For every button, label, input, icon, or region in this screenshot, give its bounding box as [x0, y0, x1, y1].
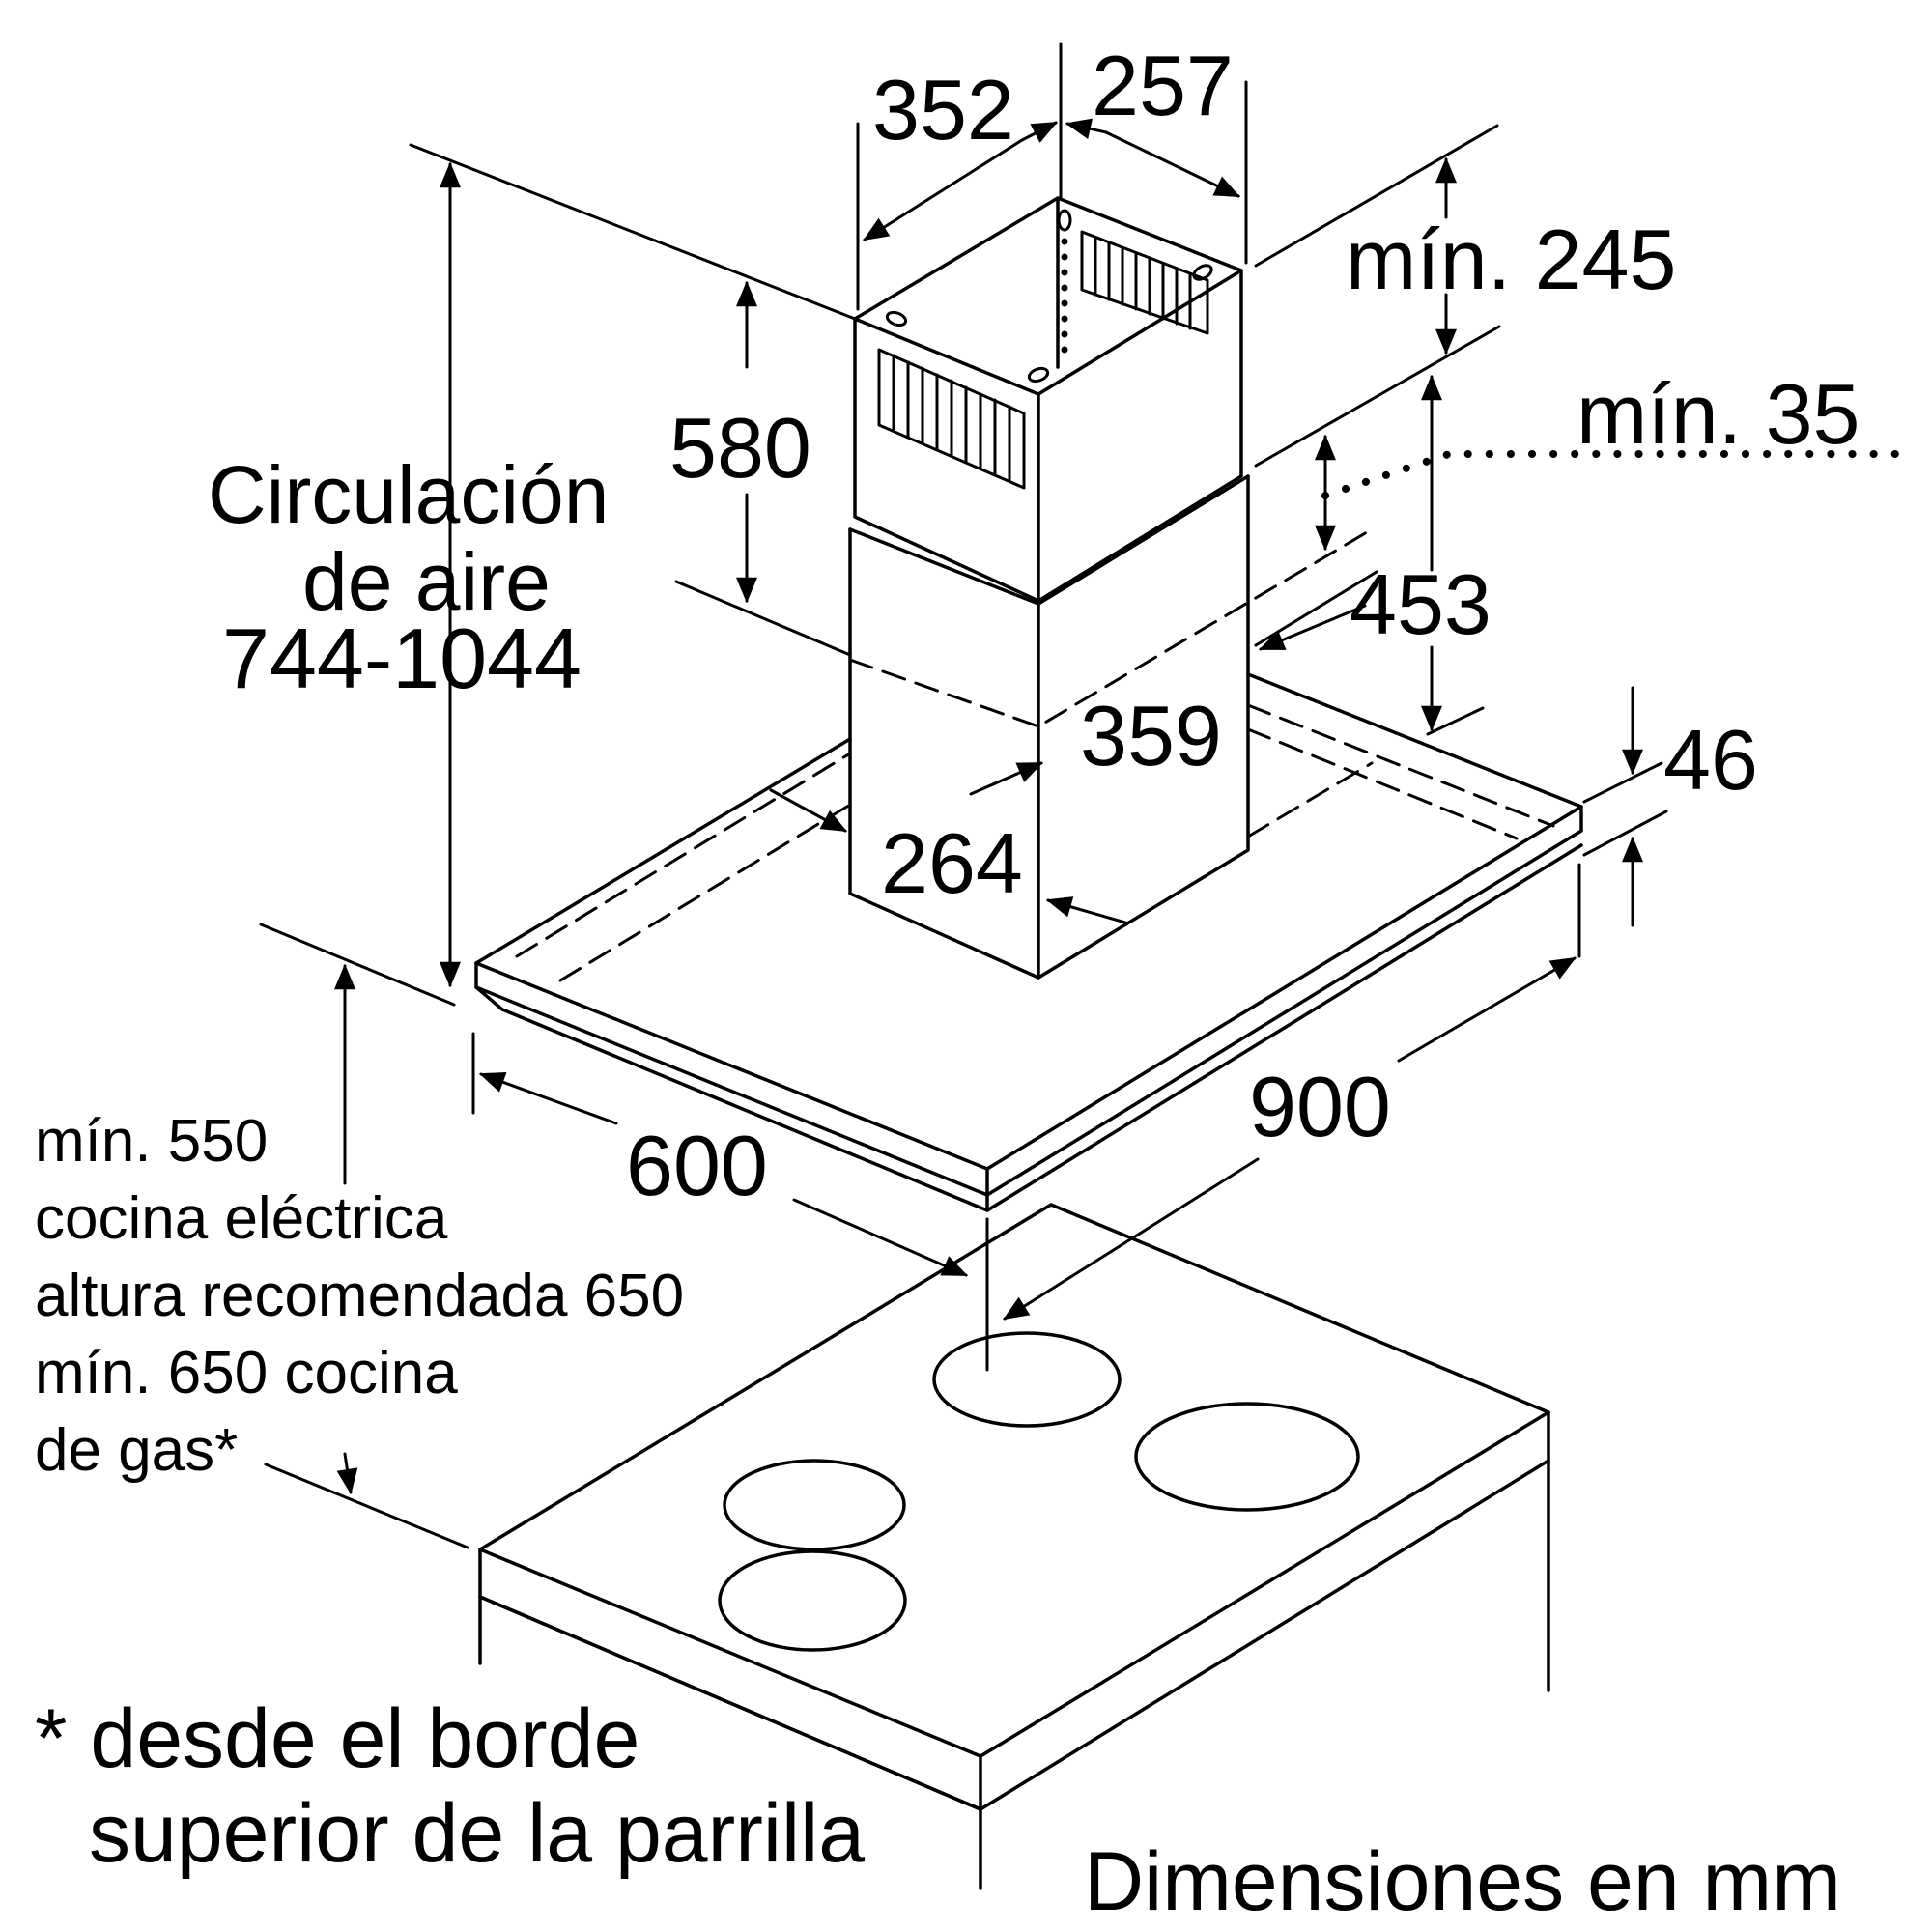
depth-257-label: 257 — [1092, 38, 1234, 133]
depth-264-label: 264 — [881, 815, 1023, 911]
hood-canopy — [474, 672, 1583, 1212]
circulation-line1: Circulación — [208, 449, 610, 540]
depth-600-label: 600 — [626, 1118, 768, 1213]
min-35-label: mín. 35 — [1577, 366, 1861, 462]
burner-front-left — [718, 1549, 907, 1652]
width-900-label: 900 — [1249, 1059, 1391, 1154]
cooktop — [478, 1203, 1550, 1890]
extension-lines — [259, 42, 1668, 1549]
dimension-arrows — [334, 118, 1643, 1495]
install-note-line1: mín. 550 — [35, 1108, 269, 1175]
height-580-label: 580 — [669, 400, 811, 496]
install-note-line4: mín. 650 cocina — [35, 1340, 458, 1406]
footnote-line1: * desde el borde — [35, 1692, 640, 1785]
height-453-label: 453 — [1350, 556, 1492, 652]
burner-left — [723, 1459, 906, 1551]
mounting-slot-icon — [885, 209, 1213, 384]
install-note-line3: altura recomendada 650 — [35, 1263, 685, 1329]
circulation-line2: de aire — [302, 536, 551, 627]
burner-rear-center — [932, 1331, 1122, 1428]
units-caption: Dimensiones en mm — [1084, 1835, 1841, 1928]
width-352-label: 352 — [872, 62, 1014, 157]
circulation-range: 744-1044 — [222, 611, 582, 706]
hidden-filter-lines — [515, 527, 1555, 982]
install-note-line2: cocina eléctrica — [35, 1185, 448, 1252]
footnote-line2: superior de la parrilla — [89, 1787, 866, 1880]
lower-chimney — [848, 474, 1250, 980]
install-note-line5: de gas* — [35, 1417, 239, 1484]
thickness-46-label: 46 — [1663, 712, 1758, 808]
upper-chimney — [853, 196, 1243, 603]
min-245-label: mín. 245 — [1346, 212, 1677, 307]
burner-right — [1134, 1402, 1360, 1512]
width-359-label: 359 — [1080, 688, 1222, 783]
